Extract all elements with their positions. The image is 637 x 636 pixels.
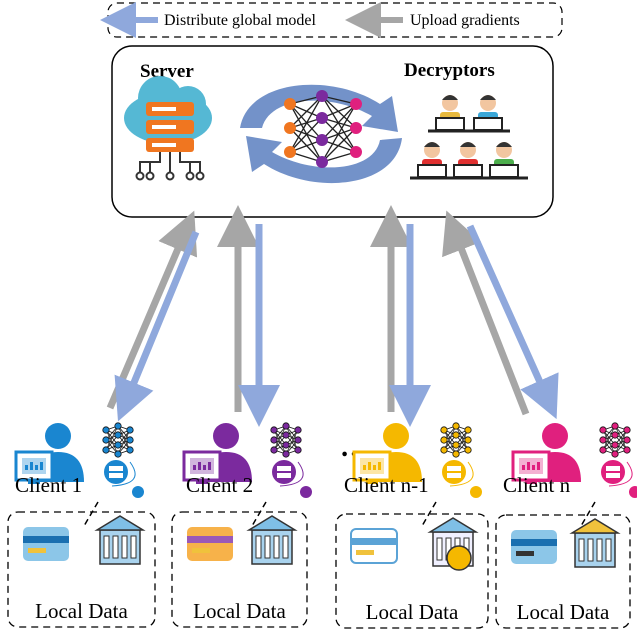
data-institution-icon: [427, 517, 479, 571]
local-data-label: Local Data: [366, 600, 459, 624]
neural-network-icon: [284, 90, 362, 168]
client-computer-icon: [511, 423, 581, 484]
server-label: Server: [140, 61, 194, 82]
data-institution-icon: [246, 515, 298, 565]
client-server-badge-icon: [104, 460, 144, 498]
data-card-icon: [350, 528, 398, 564]
distribute-label: Distribute global model: [164, 12, 317, 29]
local-data-label: Local Data: [193, 599, 286, 623]
client-2: Client 2 Local Data: [171, 422, 312, 628]
upload-label: Upload gradients: [410, 12, 520, 29]
client-computer-icon: [352, 423, 422, 484]
client-server-badge-icon: [442, 460, 482, 498]
client-model-icon: [440, 422, 472, 458]
client-model-icon: [599, 422, 631, 458]
client-label: Client 1: [15, 473, 82, 497]
client-model-icon: [102, 422, 134, 458]
client-computer-icon: [14, 423, 84, 484]
distribute-arrow-client-n: [466, 224, 559, 420]
client-server-badge-icon: [601, 460, 637, 498]
client-label: Client 2: [186, 473, 253, 497]
client-server-badge-icon: [272, 460, 312, 498]
client-4: Client n Local Data: [495, 422, 637, 629]
data-card-icon: [187, 527, 233, 561]
cloud-server-icon: [124, 76, 212, 181]
local-data-label: Local Data: [35, 599, 128, 623]
client-1: Client 1 Local Data: [7, 422, 156, 628]
client-connector: [580, 501, 596, 527]
data-card-icon: [511, 530, 557, 564]
local-data-box: Local Data: [335, 513, 489, 629]
client-model-icon: [270, 422, 302, 458]
local-data-box: Local Data: [495, 514, 631, 629]
local-data-box: Local Data: [7, 511, 156, 628]
server-box: Server Decryptors: [111, 45, 554, 218]
decryptors-icon: [410, 95, 528, 180]
data-institution-icon: [94, 515, 146, 565]
data-card-icon: [23, 527, 69, 561]
client-label: Client n-1: [344, 473, 429, 497]
client-connector: [251, 501, 267, 527]
connection-arrows: [106, 205, 559, 427]
distribute-arrow-client-1: [114, 230, 200, 422]
local-data-box: Local Data: [171, 511, 308, 628]
local-data-label: Local Data: [517, 600, 610, 624]
data-institution-icon: [569, 518, 621, 568]
client-computer-icon: [182, 423, 252, 484]
upload-arrow-client-1: [106, 210, 198, 410]
sync-arrows-icon: [240, 84, 402, 184]
decryptors-label: Decryptors: [404, 60, 495, 81]
client-connector: [83, 501, 99, 527]
legend: Distribute global model Upload gradients: [100, 2, 563, 38]
upload-arrow-client-n: [442, 210, 530, 416]
client-connector: [421, 501, 437, 527]
client-label: Client n: [503, 473, 571, 497]
